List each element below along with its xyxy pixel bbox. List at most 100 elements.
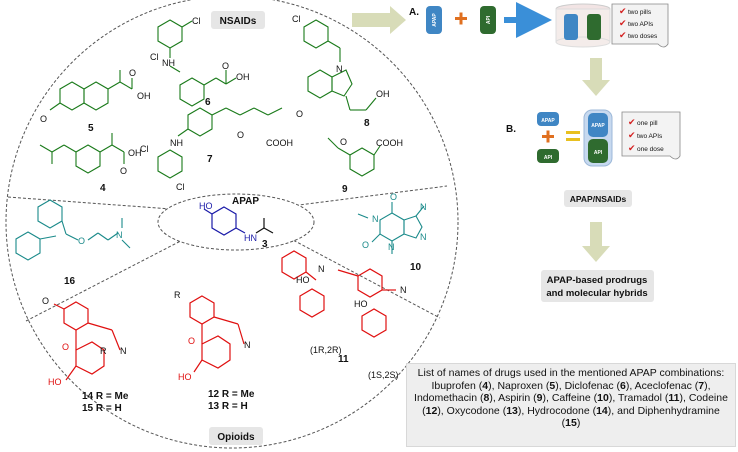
naproxen-oh: OH	[137, 91, 151, 101]
drug-entry: Naproxen (5),	[497, 379, 565, 392]
codeine-structure	[189, 295, 245, 373]
codeine-ho: HO	[178, 372, 192, 382]
api-pill-a: API	[480, 6, 496, 34]
tramadol-ho2: HO	[354, 299, 368, 309]
compound-7: 7	[207, 154, 213, 165]
naproxen-structure	[49, 70, 133, 111]
diclofenac-nh: NH	[162, 58, 175, 68]
diclofenac-structure	[157, 19, 237, 107]
indomethacin-cl: Cl	[292, 14, 301, 24]
diphenhydramine-o: O	[78, 236, 85, 246]
drug-entry-name: Naproxen (	[497, 379, 550, 392]
svg-text:API: API	[486, 15, 492, 24]
drug-entry: Diclofenac (6),	[564, 379, 635, 392]
tramadol-n-mid: N	[318, 264, 325, 274]
drug-entry-name: Hydrocodone (	[527, 404, 597, 417]
hydrocodone-bridge-o: O	[62, 342, 69, 352]
indomethacin-n: N	[336, 64, 343, 74]
compound-14: 14 R = Me	[82, 391, 129, 402]
compound-11: 11	[338, 354, 349, 365]
drug-entry-name: Diphenhydramine (	[561, 404, 720, 430]
check-icon: ✔	[628, 117, 636, 127]
drug-entry-name: Tramadol (	[618, 392, 669, 404]
compound-8: 8	[364, 118, 370, 129]
compound-9: 9	[342, 184, 348, 195]
aceclofenac-o: O	[237, 130, 244, 140]
drug-list-entries: Ibuprofen (4), Naproxen (5), Diclofenac …	[413, 380, 729, 430]
check-icon: ✔	[619, 18, 627, 28]
drug-entry: Aspirin (9),	[498, 392, 552, 404]
diclofenac-cl-bottom: Cl	[150, 52, 159, 62]
svg-text:APAP: APAP	[432, 13, 438, 27]
panel-a-label: A.	[409, 7, 419, 18]
drug-entry-name: Caffeine (	[551, 392, 598, 404]
codeine-ro: R	[174, 290, 181, 300]
apap-label: APAP	[232, 196, 259, 207]
drug-entry-number: 14	[596, 404, 608, 417]
diphenhydramine-n: N	[116, 230, 123, 240]
checklist-b-item-1: one pill	[637, 120, 658, 127]
drug-entry: Codeine (12),	[422, 392, 728, 417]
compound-10: 10	[410, 262, 422, 273]
drug-entry-name: Codeine (	[422, 392, 728, 417]
drug-list-title: List of names of drugs used in the menti…	[417, 367, 725, 379]
drug-entry-number: 11	[668, 392, 680, 404]
down-arrow-2	[582, 222, 610, 262]
drug-entry-number: 7	[698, 379, 705, 392]
svg-text:APAP-based prodrugs: APAP-based prodrugs	[547, 275, 648, 286]
svg-text:APAP/NSAIDs: APAP/NSAIDs	[570, 194, 627, 204]
drug-entry-number: 6	[620, 379, 626, 392]
svg-text:API: API	[594, 150, 603, 156]
caffeine-o-left: O	[362, 240, 369, 250]
checklist-b	[621, 111, 681, 160]
codeine-bridge-o: O	[188, 336, 195, 346]
compound-4: 4	[100, 183, 106, 194]
svg-text:and molecular hybrids: and molecular hybrids	[546, 288, 647, 299]
drug-entry: Oxycodone (13),	[446, 404, 528, 417]
caffeine-structure	[357, 202, 425, 254]
checklist-a-item-2: two APIs	[628, 21, 654, 28]
drug-entry-number: 15	[565, 417, 577, 429]
drug-entry-name: Ibuprofen (	[431, 379, 483, 392]
drug-entry: Tramadol (11),	[618, 392, 689, 404]
compound-3: 3	[262, 239, 268, 250]
diclofenac-o: O	[222, 61, 229, 71]
check-icon: ✔	[628, 143, 636, 153]
aspirin-cooh: COOH	[376, 138, 403, 148]
caffeine-n3: N	[388, 242, 395, 252]
drug-names-box: List of names of drugs used in the menti…	[406, 363, 736, 447]
drug-entry-number: 10	[597, 392, 609, 404]
svg-text:APAP: APAP	[541, 118, 555, 124]
aceclofenac-structure	[157, 107, 283, 179]
apap-pill-a: APAP	[426, 6, 442, 34]
panel-a-arrow	[352, 6, 406, 34]
down-arrow-1	[582, 58, 610, 96]
svg-text:Opioids: Opioids	[217, 432, 255, 443]
drug-entry-name: Aceclofenac (	[634, 379, 699, 392]
aspirin-o: O	[340, 137, 347, 147]
nsaids-label: NSAIDs	[211, 11, 265, 29]
aceclofenac-nh: NH	[170, 138, 183, 148]
diclofenac-oh: OH	[236, 72, 250, 82]
tramadol-stereo-ss: (1S,2S)	[368, 370, 399, 380]
combo-label-b: APAP/NSAIDs	[564, 190, 632, 207]
result-box: APAP-based prodrugs and molecular hybrid…	[541, 270, 654, 302]
indomethacin-ome: O	[296, 109, 303, 119]
check-icon: ✔	[619, 30, 627, 40]
tramadol-n-end: N	[400, 285, 407, 295]
hydrocodone-ho: HO	[48, 377, 62, 387]
naproxen-ome: O	[40, 114, 47, 124]
ibuprofen-oh: OH	[128, 148, 142, 158]
tramadol-structure	[281, 250, 396, 338]
apap-pill-b: APAP	[537, 112, 559, 126]
drug-entry: Ibuprofen (4),	[431, 379, 498, 392]
compound-13: 13 R = H	[208, 401, 248, 412]
apap-nh: HN	[244, 233, 257, 243]
equals-b	[566, 131, 580, 141]
hydrocodone-structure	[53, 301, 121, 381]
codeine-n: N	[244, 340, 251, 350]
drug-entry: Indomethacin (8),	[414, 392, 499, 404]
check-icon: ✔	[619, 6, 627, 16]
checklist-b-item-3: one dose	[637, 146, 664, 153]
check-icon: ✔	[628, 130, 636, 140]
